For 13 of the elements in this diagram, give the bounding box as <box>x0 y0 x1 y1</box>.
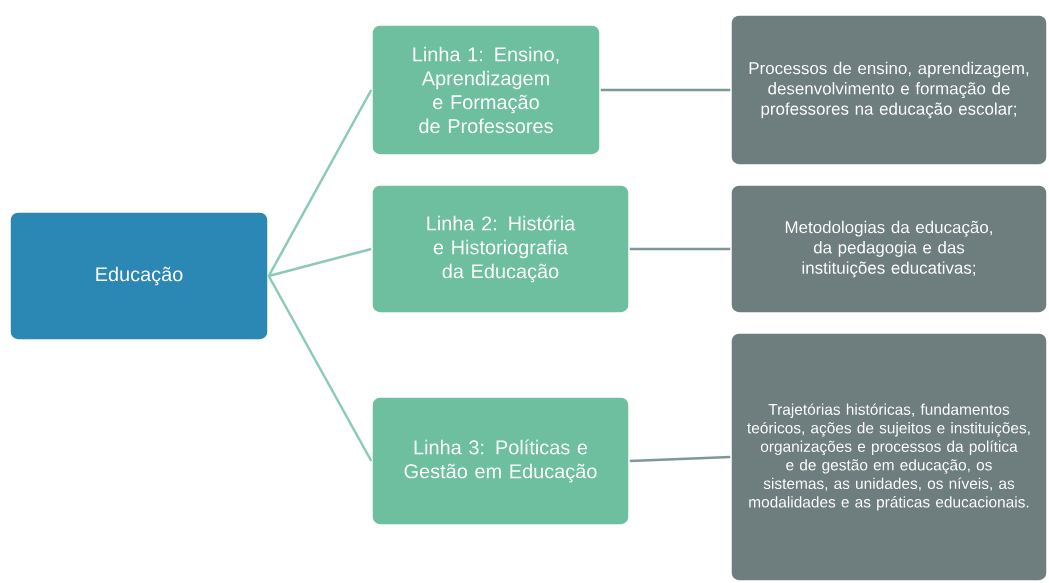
connector-line <box>629 247 731 251</box>
description-box: Trajetórias históricas, fundamentos teóricos, ações de sujeitos e instituições, organizações e processos da política e de gestão em educação, os sistemas, as unidades, os níveis, as modalidades e as práticas educacionais. <box>730 332 1048 582</box>
category-box: Linha 1: Ensino, Aprendizagem e Formação de Professores <box>371 24 601 156</box>
topic-box: Educação <box>9 211 269 341</box>
connector-line <box>267 275 373 462</box>
category-box: Linha 3: Políticas e Gestão em Educação <box>371 396 630 526</box>
connector-line <box>268 247 372 278</box>
description-box: Metodologias da educação, da pedagogia e das instituições educativas; <box>730 184 1048 314</box>
description-box: Processos de ensino, aprendizagem, desenvolvimento e formação de professores na educação escolar; <box>730 14 1048 166</box>
category-box: Linha 2: História e Historiografia da Educação <box>371 184 630 314</box>
connector-line <box>629 455 731 463</box>
connector-line <box>267 89 373 277</box>
connector-line <box>600 88 731 92</box>
